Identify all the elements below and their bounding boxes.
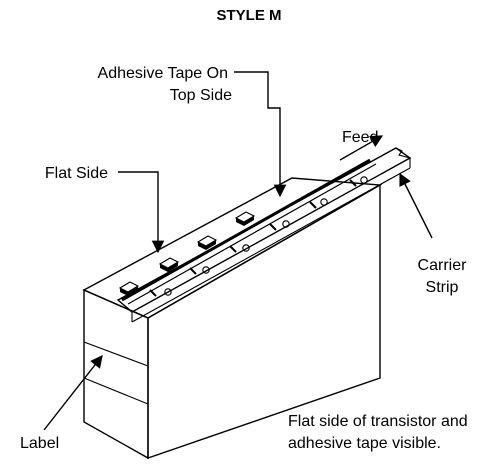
label-leader xyxy=(43,355,103,431)
label-text: Label xyxy=(20,435,59,452)
feed-arrow xyxy=(339,135,384,161)
note-line2: adhesive tape visible. xyxy=(288,435,441,452)
carrier-leader xyxy=(399,172,433,239)
carrier-strip xyxy=(116,147,412,323)
feed-label: Feed xyxy=(342,129,378,146)
adhesive-tape xyxy=(121,158,377,305)
diagram-title: STYLE M xyxy=(216,7,281,24)
box-front-face xyxy=(83,288,149,460)
carrier-label-line2: Strip xyxy=(426,279,459,296)
box-side-face xyxy=(147,183,381,459)
adhesive-leader xyxy=(234,71,287,198)
carrier-label-line1: Carrier xyxy=(418,257,468,274)
note-line1: Flat side of transistor and xyxy=(288,413,468,430)
adhesive-label-line2: Top Side xyxy=(170,87,232,104)
sprocket-holes xyxy=(164,176,368,296)
flat-side-leader xyxy=(118,171,165,254)
flat-side-label: Flat Side xyxy=(45,165,108,182)
adhesive-label-line1: Adhesive Tape On xyxy=(98,65,228,82)
transistors xyxy=(118,211,256,296)
